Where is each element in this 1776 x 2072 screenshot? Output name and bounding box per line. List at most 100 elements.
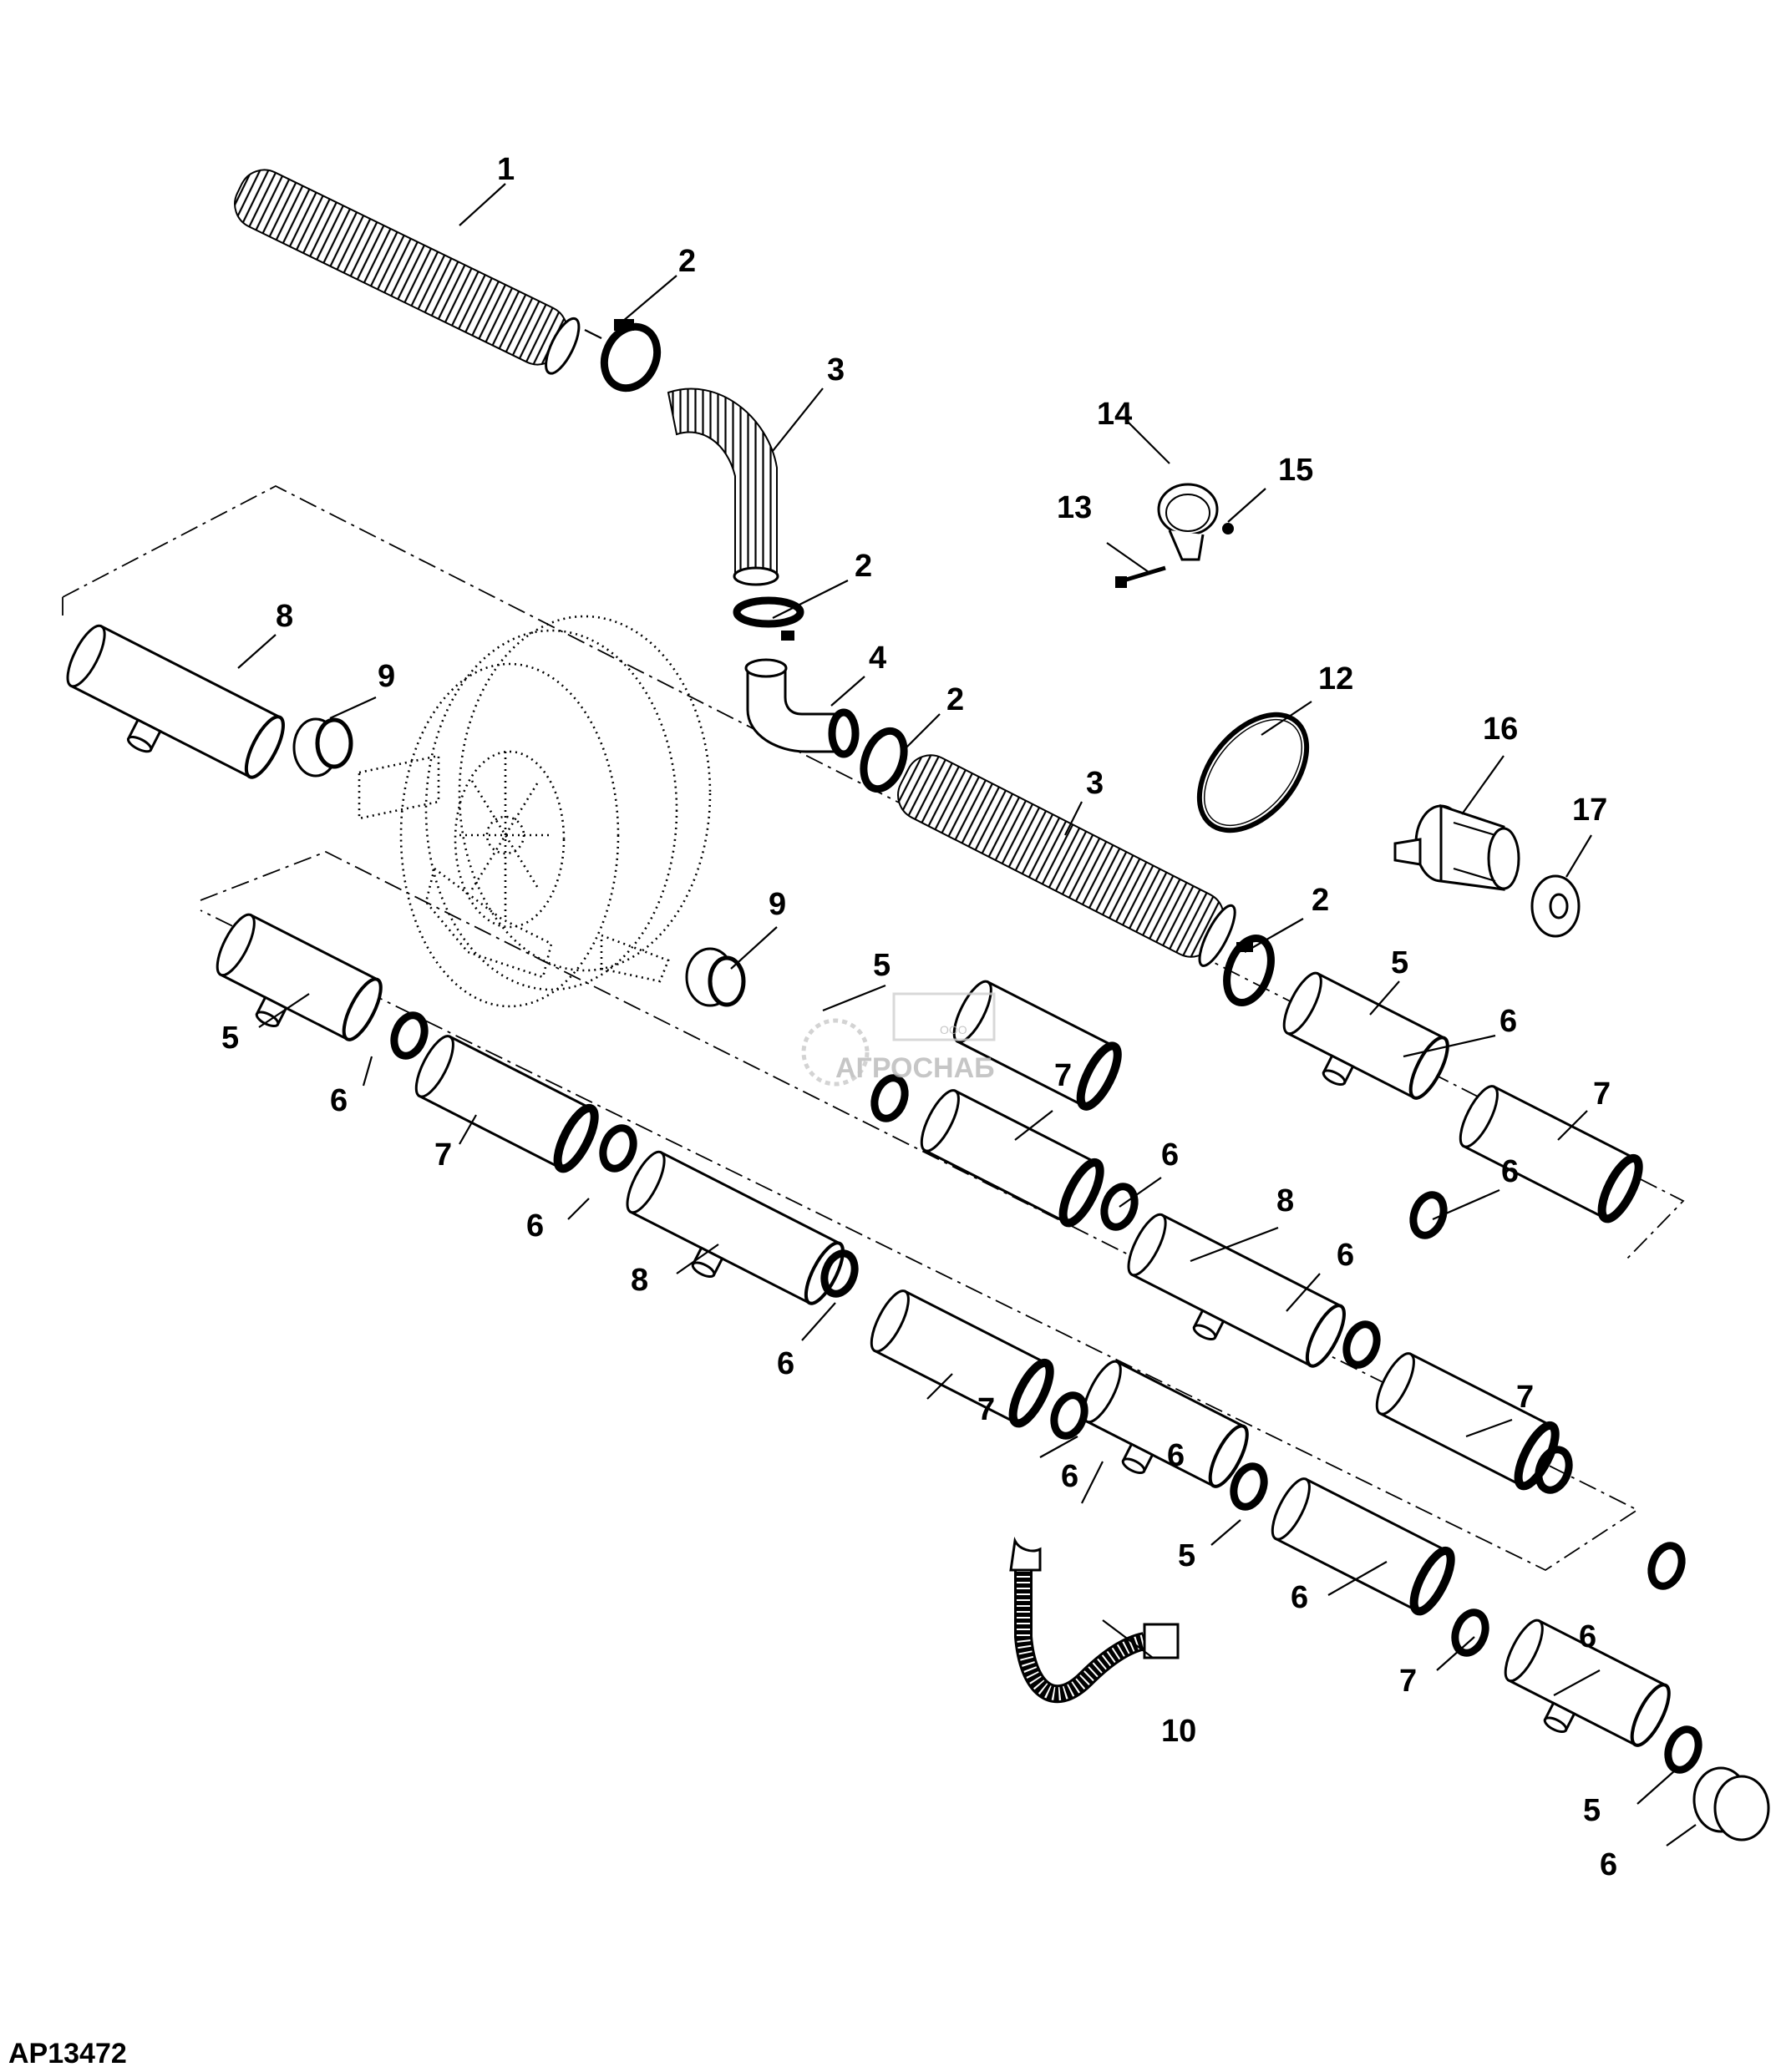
callout-number: 12	[1318, 661, 1353, 697]
leader-line	[1081, 1461, 1104, 1504]
callout-number: 2	[678, 244, 696, 279]
leader-line	[1127, 421, 1170, 464]
callout-number: 6	[526, 1208, 544, 1244]
leader-line	[772, 580, 849, 619]
callout-number: 7	[1399, 1664, 1417, 1699]
leader-line	[1553, 1669, 1601, 1696]
leader-line	[1369, 980, 1400, 1016]
o-ring-6	[1100, 1183, 1139, 1231]
elbow-hose-3	[667, 388, 779, 586]
leader-line	[1102, 1619, 1154, 1659]
tube-assembly	[216, 913, 1702, 1774]
elbow-4	[744, 658, 860, 758]
callout-number: 5	[1583, 1793, 1601, 1828]
leader-line	[926, 1373, 953, 1400]
leader-line	[362, 1056, 373, 1087]
o-ring-6	[1451, 1608, 1489, 1657]
callout-number: 10	[1161, 1714, 1196, 1749]
strap-clamp-14	[1157, 483, 1219, 561]
hose-clamp-2c	[860, 727, 908, 793]
leader-lines	[237, 183, 1697, 1847]
tee-5-lower	[1082, 1360, 1249, 1488]
callout-number: 2	[1312, 883, 1329, 918]
leader-line	[906, 713, 941, 748]
callout-number: 6	[1161, 1137, 1179, 1173]
leader-line	[830, 676, 865, 707]
end-cap-10	[1692, 1766, 1770, 1841]
callout-number: 7	[1516, 1380, 1534, 1415]
callout-number: 2	[946, 682, 964, 717]
leader-line	[676, 1244, 719, 1274]
callout-number: 6	[1579, 1619, 1596, 1654]
callout-number: 6	[1291, 1580, 1308, 1615]
flexible-hose-1	[234, 169, 581, 375]
callout-number: 14	[1097, 397, 1132, 432]
callout-number: 6	[1600, 1847, 1617, 1882]
callout-number: 6	[1501, 1154, 1519, 1189]
watermark-logo: ООО АГРОСНАБ	[801, 992, 996, 1087]
valve-16	[1393, 803, 1520, 891]
nut-15	[1222, 523, 1234, 534]
leader-line	[459, 1114, 477, 1145]
callout-number: 7	[434, 1137, 452, 1173]
callout-number: 6	[330, 1083, 348, 1118]
leader-line	[1244, 918, 1304, 953]
callout-number: 13	[1057, 490, 1092, 525]
leader-line	[730, 926, 778, 970]
assembly-outline-lower	[200, 851, 1639, 1572]
callout-number: 2	[855, 549, 872, 584]
watermark-small-text: ООО	[940, 1023, 967, 1036]
callout-number: 3	[827, 352, 845, 388]
leader-line	[622, 275, 677, 322]
leader-line	[1119, 1177, 1162, 1208]
leader-line	[1286, 1273, 1321, 1312]
o-ring-6	[1647, 1542, 1686, 1590]
tube-7-left	[414, 1035, 599, 1173]
o-ring-6	[1409, 1191, 1448, 1239]
leader-line	[237, 634, 277, 669]
callout-number: 5	[221, 1021, 239, 1056]
tee-8-upper	[66, 624, 285, 779]
callout-number: 5	[1391, 945, 1408, 980]
callout-number: 16	[1483, 712, 1518, 747]
leader-line	[1210, 1519, 1241, 1546]
tube-7-center	[920, 1089, 1104, 1228]
figure-id: AP13472	[8, 2038, 127, 2069]
leader-line	[1261, 701, 1312, 736]
hose-clamp-2b	[733, 596, 804, 641]
callout-number: 7	[1054, 1058, 1072, 1093]
leader-line	[1403, 1034, 1496, 1058]
leader-line	[1327, 1561, 1388, 1596]
leader-line	[1039, 1436, 1078, 1458]
o-ring-6	[870, 1074, 909, 1122]
o-ring-6	[820, 1249, 859, 1298]
leader-line	[1227, 488, 1266, 523]
leader-line	[258, 993, 310, 1028]
callout-number: 5	[1178, 1538, 1195, 1573]
leader-line	[772, 388, 824, 452]
tube-5-center	[952, 980, 1122, 1111]
tee-8-lower-left	[626, 1150, 845, 1305]
callout-number: 15	[1278, 453, 1313, 488]
band-clamp-12	[1196, 712, 1310, 833]
leader-line	[1014, 1110, 1053, 1141]
o-ring-6	[599, 1124, 637, 1173]
flexible-hose-3	[897, 754, 1236, 967]
washer-17	[1530, 874, 1581, 938]
leader-line	[822, 984, 886, 1012]
o-ring-6	[1230, 1462, 1268, 1511]
leader-line	[1064, 801, 1083, 836]
leader-line	[329, 696, 377, 720]
tee-8-lower-right	[1127, 1213, 1346, 1368]
coupler-9-upper	[292, 717, 353, 778]
callout-number: 1	[497, 152, 515, 187]
callout-number: 7	[977, 1392, 995, 1427]
callout-number: 6	[777, 1346, 794, 1381]
watermark-text: АГРОСНАБ	[835, 1052, 995, 1084]
tube-7-lower-left	[870, 1289, 1054, 1428]
hose-clamp-2a	[600, 319, 662, 393]
callout-number: 8	[276, 599, 293, 634]
bolt-13	[1115, 565, 1166, 588]
leader-line	[1666, 1824, 1697, 1847]
